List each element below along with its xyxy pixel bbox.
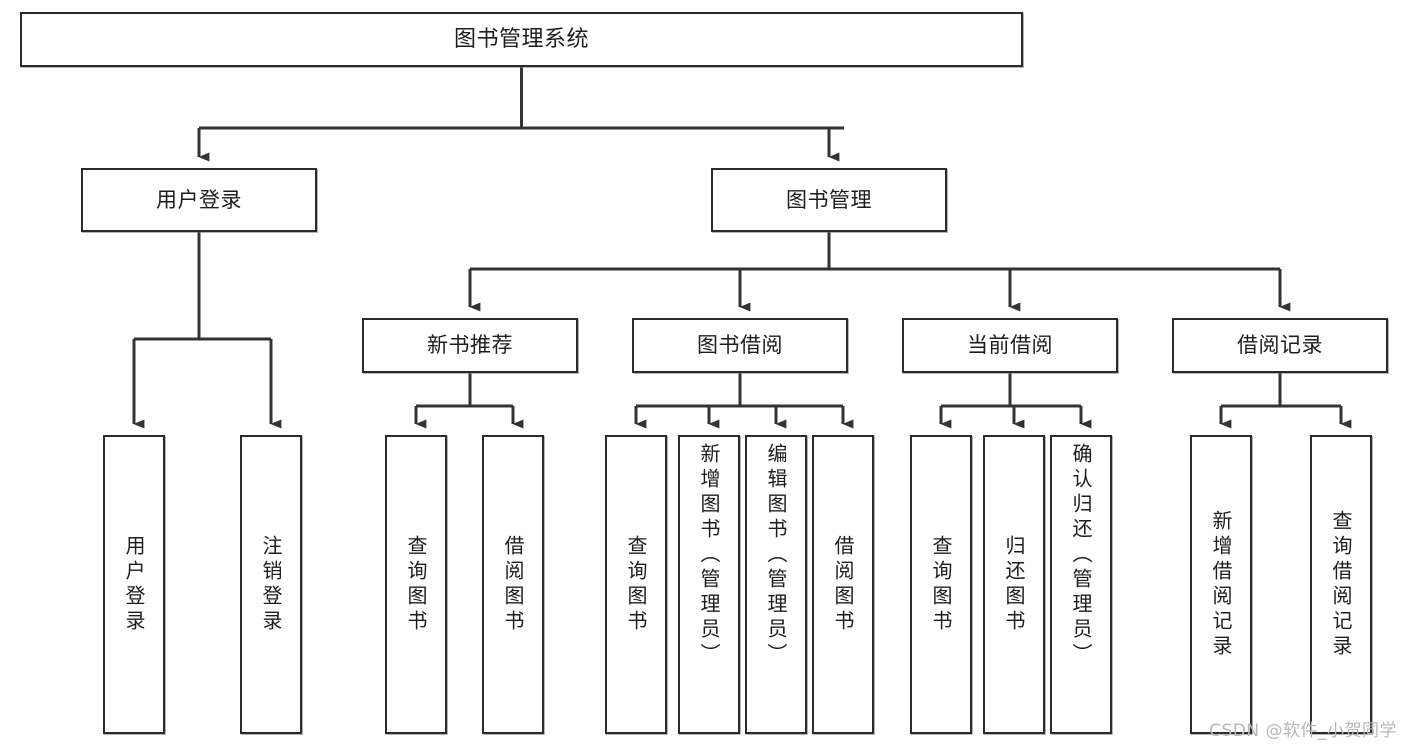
node-book-borrow-label: 图书借阅 bbox=[697, 333, 783, 358]
node-leaf-query-book-2-label: 查询图书 bbox=[624, 534, 648, 635]
node-leaf-query-book-3[interactable]: 查询图书 bbox=[910, 435, 972, 734]
node-leaf-query-record-label: 查询借阅记录 bbox=[1329, 509, 1353, 660]
node-leaf-add-record-label: 新增借阅记录 bbox=[1209, 509, 1233, 660]
node-leaf-add-book[interactable]: 新增图书（管理员） bbox=[678, 435, 740, 734]
node-borrow-record[interactable]: 借阅记录 bbox=[1172, 318, 1388, 373]
node-leaf-confirm-return[interactable]: 确认归还（管理员） bbox=[1050, 435, 1112, 734]
node-current-borrow-label: 当前借阅 bbox=[967, 333, 1053, 358]
node-book-manage[interactable]: 图书管理 bbox=[711, 168, 947, 232]
node-leaf-borrow-book-2-label: 借阅图书 bbox=[831, 534, 855, 635]
node-book-borrow[interactable]: 图书借阅 bbox=[632, 318, 848, 373]
node-leaf-borrow-book-1[interactable]: 借阅图书 bbox=[482, 435, 544, 734]
node-leaf-logout[interactable]: 注销登录 bbox=[240, 435, 302, 734]
node-leaf-add-book-label: 新增图书（管理员） bbox=[697, 443, 721, 668]
node-borrow-record-label: 借阅记录 bbox=[1237, 333, 1323, 358]
node-leaf-query-book-3-label: 查询图书 bbox=[929, 534, 953, 635]
node-leaf-return-book-label: 归还图书 bbox=[1002, 534, 1026, 635]
node-new-book-rec-label: 新书推荐 bbox=[427, 333, 513, 358]
node-leaf-return-book[interactable]: 归还图书 bbox=[983, 435, 1045, 734]
node-leaf-edit-book-label: 编辑图书（管理员） bbox=[764, 443, 788, 668]
node-leaf-query-record[interactable]: 查询借阅记录 bbox=[1310, 435, 1372, 734]
watermark-label: CSDN @软件_小贺同学 bbox=[1209, 721, 1397, 741]
node-current-borrow[interactable]: 当前借阅 bbox=[902, 318, 1118, 373]
node-root[interactable]: 图书管理系统 bbox=[20, 12, 1023, 67]
node-user-login-label: 用户登录 bbox=[156, 187, 242, 212]
node-leaf-user-login-label: 用户登录 bbox=[122, 534, 146, 635]
node-user-login[interactable]: 用户登录 bbox=[81, 168, 317, 232]
node-leaf-confirm-return-label: 确认归还（管理员） bbox=[1069, 443, 1093, 668]
node-leaf-borrow-book-1-label: 借阅图书 bbox=[501, 534, 525, 635]
node-leaf-logout-label: 注销登录 bbox=[259, 534, 283, 635]
node-book-manage-label: 图书管理 bbox=[786, 187, 872, 212]
node-leaf-add-record[interactable]: 新增借阅记录 bbox=[1190, 435, 1252, 734]
node-new-book-rec[interactable]: 新书推荐 bbox=[362, 318, 578, 373]
node-root-label: 图书管理系统 bbox=[453, 26, 589, 52]
node-leaf-edit-book[interactable]: 编辑图书（管理员） bbox=[745, 435, 807, 734]
node-leaf-user-login[interactable]: 用户登录 bbox=[103, 435, 165, 734]
node-leaf-query-book-1[interactable]: 查询图书 bbox=[385, 435, 447, 734]
node-leaf-query-book-1-label: 查询图书 bbox=[404, 534, 428, 635]
node-leaf-borrow-book-2[interactable]: 借阅图书 bbox=[812, 435, 874, 734]
node-leaf-query-book-2[interactable]: 查询图书 bbox=[605, 435, 667, 734]
